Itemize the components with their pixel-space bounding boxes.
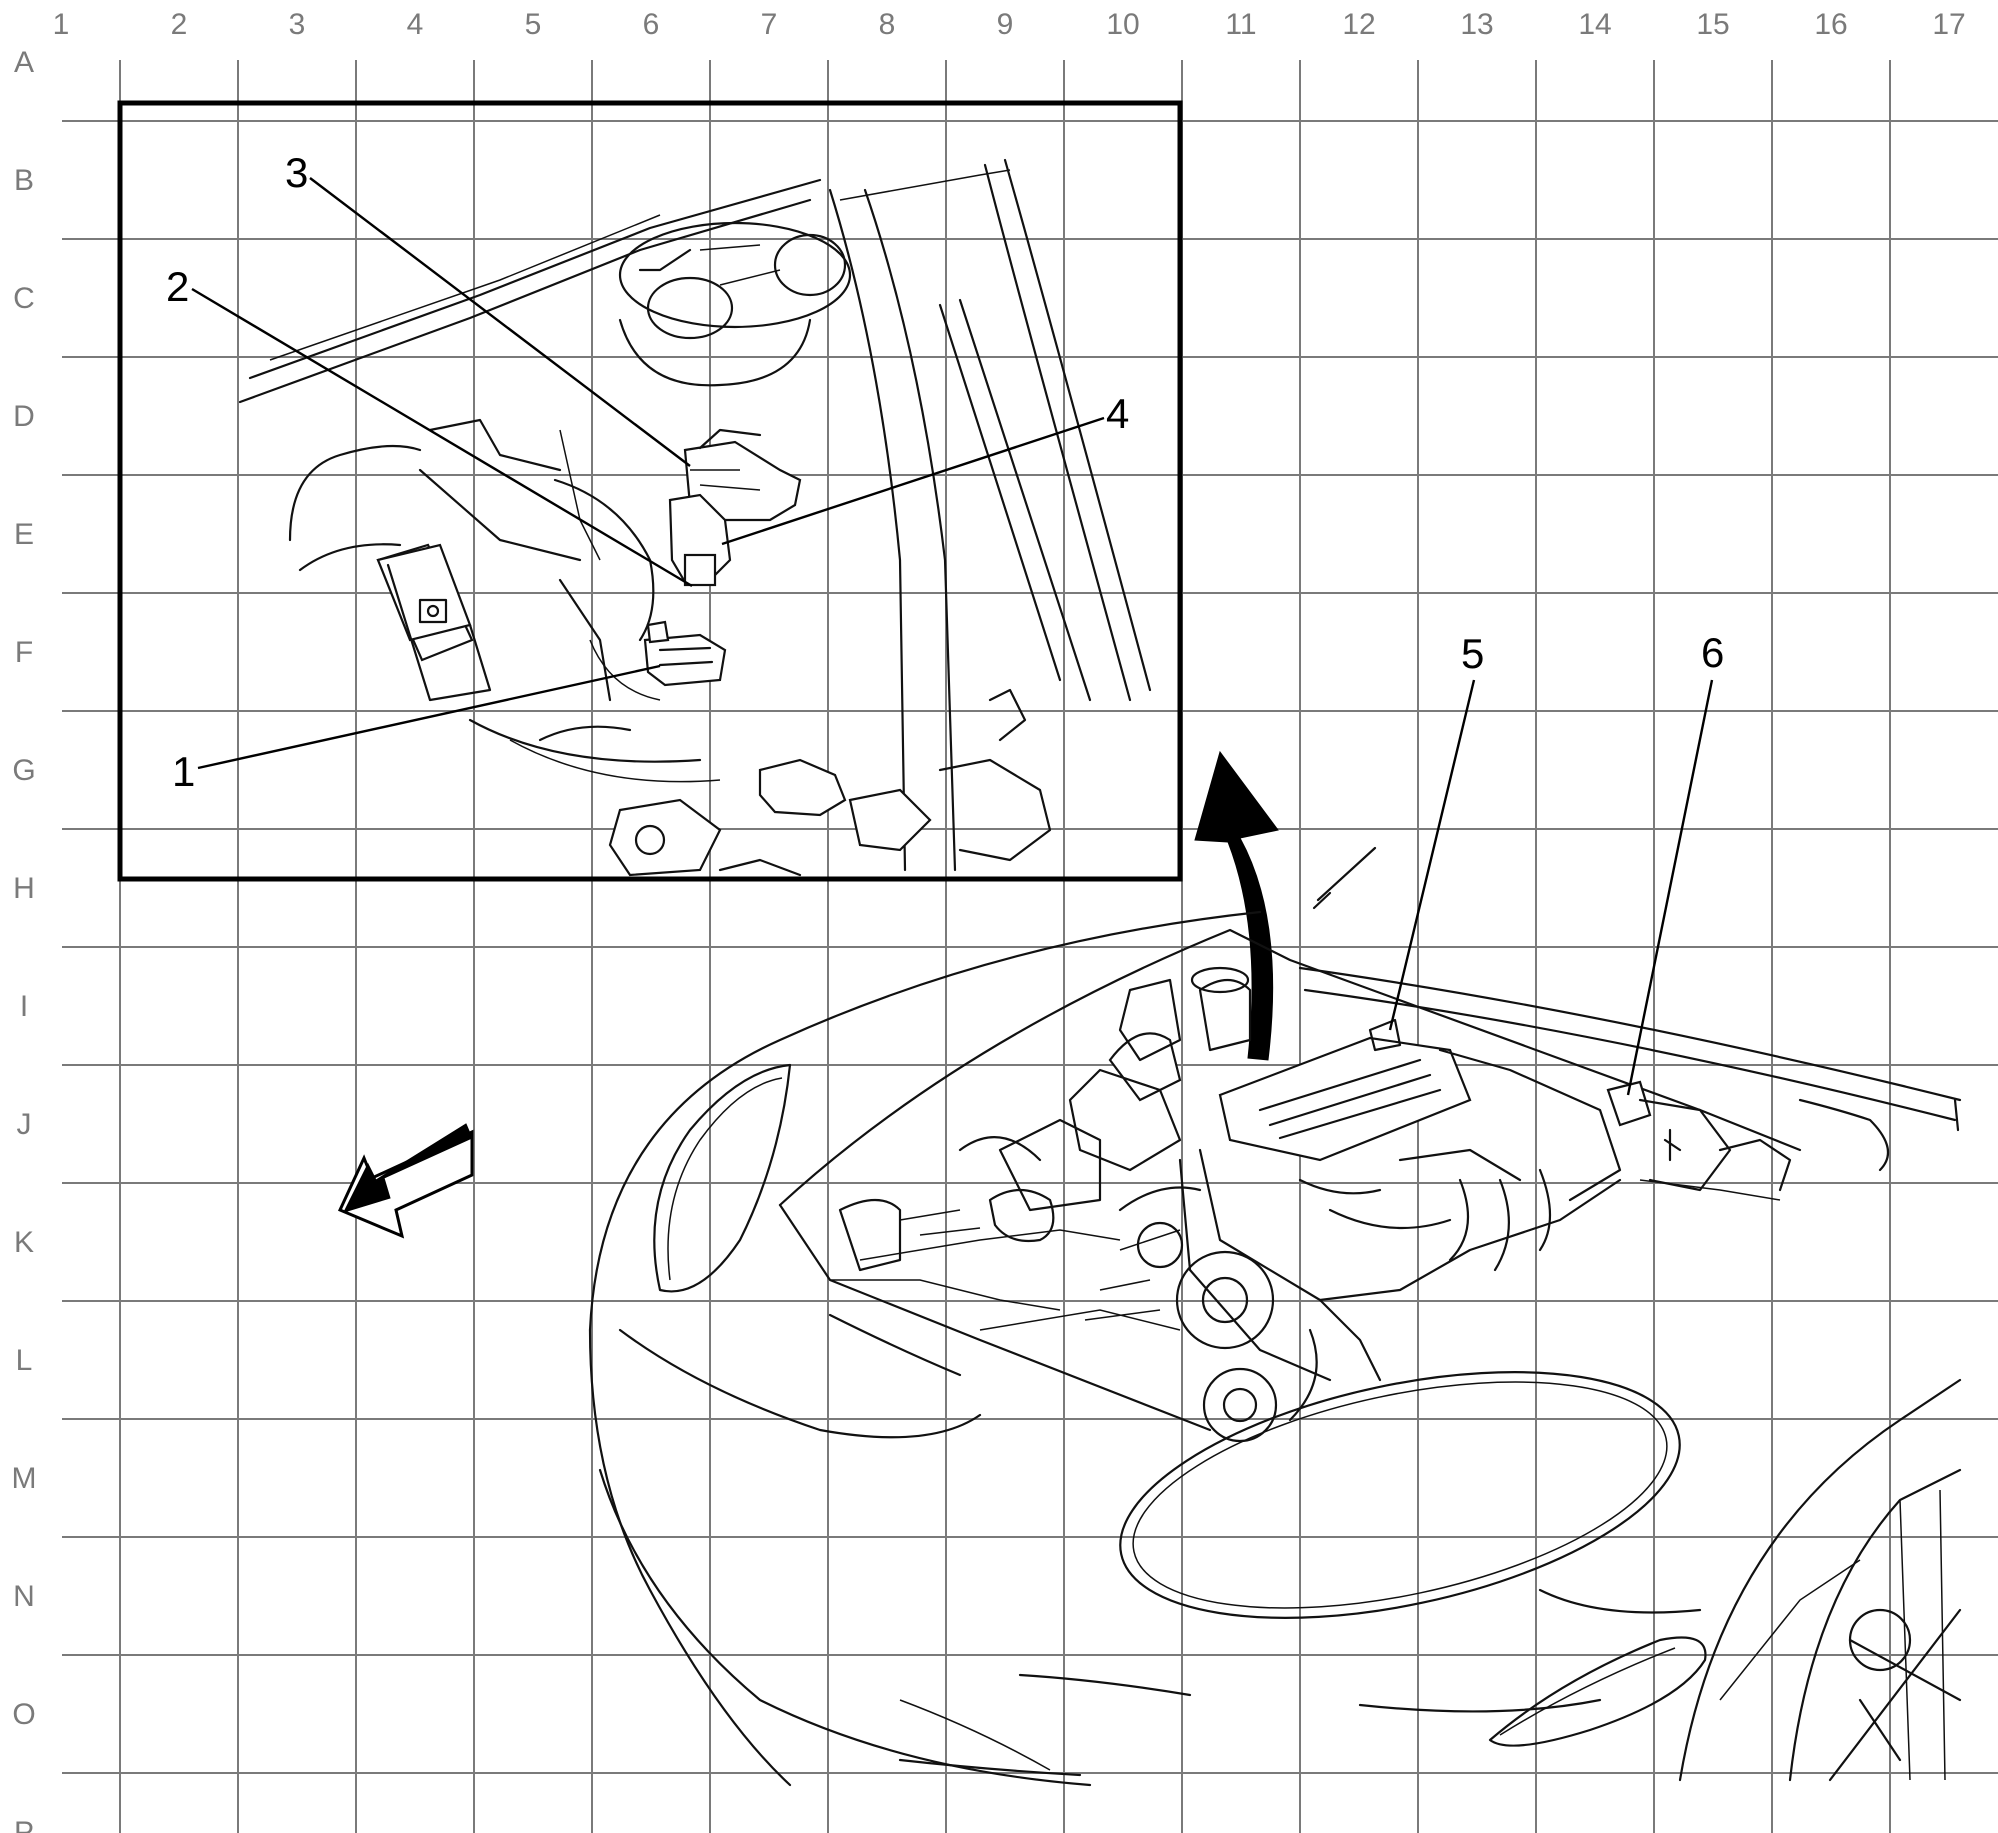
grid-column-label: 11 [1225,8,1256,41]
leader-line-4 [721,416,1105,546]
grid-row-label: I [20,990,28,1023]
callout-label-3: 3 [285,149,308,196]
callout-1: 1 [172,664,661,795]
connector-5-part [1368,1018,1402,1052]
callout-3: 3 [285,149,691,467]
callout-label-2: 2 [166,263,189,310]
callout-4: 4 [721,390,1129,546]
grid-row-label: F [15,636,33,669]
sensor-assembly [668,428,802,587]
inset-frame [117,100,1183,882]
left-bay-components [830,966,1252,1331]
grid-column-label: 9 [997,8,1014,41]
detail-inset: 1 2 3 4 [117,100,1183,882]
left-headlamp [653,1063,792,1293]
callout-6: 6 [1626,629,1724,1096]
grid-row-label: G [12,754,35,787]
grid-row-label: E [14,518,34,551]
grid-column-label: 14 [1578,8,1611,41]
grid-column-label: 4 [407,8,424,41]
grid-row-label: M [12,1462,37,1495]
grid-column-label: 5 [525,8,542,41]
leader-line-6 [1626,679,1714,1096]
leader-line-5 [1388,679,1476,1031]
grid-column-label: 16 [1814,8,1847,41]
pulley-upper [1175,1250,1275,1350]
inset-hoses [288,418,721,783]
leader-line-1 [197,664,661,770]
right-bay-components [1368,1018,1890,1201]
engine-assembly [1084,1036,1622,1443]
side-vent [1488,1636,1707,1747]
grid-row-label: N [13,1580,35,1613]
grid-column-label: 13 [1460,8,1493,41]
grid-row-label: C [13,282,35,315]
grid-column-label: 1 [53,8,70,41]
vehicle-overview: 5 6 [588,629,1962,1787]
reservoir-cap [618,221,852,387]
control-module [376,543,492,702]
callout-2: 2 [166,263,693,588]
inset-frame-rails [828,158,1152,872]
grid-row-label: H [13,872,35,905]
right-headlamp [1119,1371,1681,1619]
callout-label-6: 6 [1701,629,1724,676]
grid-row-labels: A B C D E F G H I J K L M N O P [12,46,37,1833]
grid-column-label: 3 [289,8,306,41]
grid-row-label: B [14,164,34,197]
leader-line-2 [191,287,693,588]
grid-row-label: K [14,1226,34,1259]
grid-column-label: 7 [761,8,778,41]
grid-column-label: 10 [1106,8,1139,41]
callout-5: 5 [1388,630,1484,1031]
grid-column-label: 17 [1932,8,1965,41]
inset-fender-lines [238,178,822,404]
hood-prop-rod [1316,846,1377,902]
grid-row-label: D [13,400,35,433]
callout-label-4: 4 [1106,390,1129,437]
grid-column-label: 12 [1342,8,1375,41]
front-direction-arrow-icon [337,1123,474,1239]
grid-row-label: L [16,1344,33,1377]
grid-column-label: 2 [171,8,188,41]
front-wheel [1678,1378,1962,1782]
connector-plug [643,620,727,687]
grid-row-label: P [14,1816,34,1833]
grid-row-label: A [14,46,34,79]
grid-column-label: 6 [643,8,660,41]
grid-row-label: O [12,1698,35,1731]
grid-row-label: J [17,1108,32,1141]
pulley-lower [1202,1367,1278,1443]
grid-column-label: 8 [879,8,896,41]
callout-label-1: 1 [172,748,195,795]
zoom-view-arrow-icon [1194,750,1279,1061]
intake-manifold [1218,1036,1472,1162]
hood-edge [588,910,1262,1332]
grid-lines [62,60,1998,1833]
inset-engine-parts [538,639,1052,877]
leader-line-3 [309,177,691,467]
grid-column-label: 15 [1696,8,1729,41]
callout-label-5: 5 [1461,630,1484,677]
